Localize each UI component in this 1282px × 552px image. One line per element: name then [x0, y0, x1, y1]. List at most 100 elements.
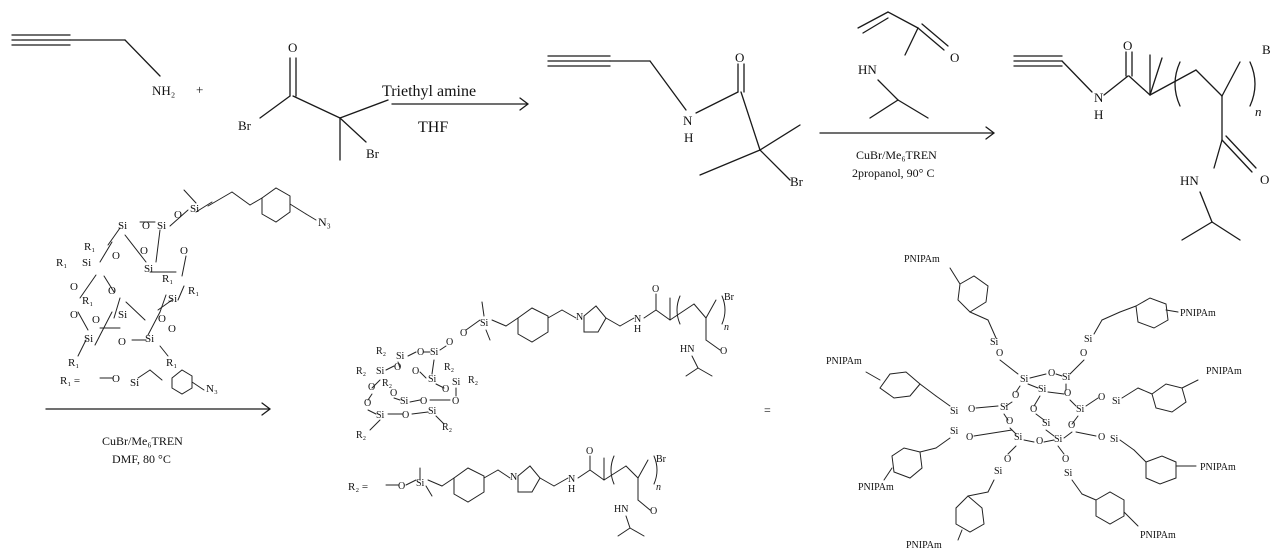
o-label: O	[140, 245, 148, 257]
oxygen-label-2: O	[735, 50, 744, 65]
r2-label: R₂	[356, 430, 366, 441]
o-label: O	[968, 404, 975, 415]
repeat-n-label: n	[724, 322, 729, 333]
conditions-catalyst-1: CuBr/Me₆TREN	[856, 148, 937, 162]
r2-label: R₂	[468, 375, 478, 386]
n-label: N	[634, 314, 641, 325]
o-label: O	[158, 313, 166, 325]
oxygen-label-4: O	[1123, 38, 1132, 53]
o-label: O	[652, 284, 659, 295]
o-label: O	[720, 346, 727, 357]
o-label: O	[460, 328, 467, 339]
o-label: O	[168, 323, 176, 335]
si-label: Si	[950, 406, 959, 417]
poss-azide-structure: R₁ Si O Si O Si R₁ Si O O O Si R₁ O O R₁…	[56, 187, 331, 369]
si-label: Si	[428, 374, 437, 385]
si-label: Si	[994, 466, 1003, 477]
o-label: O	[1080, 348, 1087, 359]
hydrogen-label: H	[684, 130, 693, 145]
alkyne-pnipam-structure: N H O n B O HN	[1013, 38, 1271, 241]
triazole-n-label: N	[576, 312, 583, 323]
arm-bottom-right: PNIPAm	[1071, 479, 1176, 541]
pnipam-label: PNIPAm	[906, 540, 942, 551]
si-label: Si	[190, 203, 199, 215]
si-label: Si	[376, 366, 385, 377]
reaction-arrow-1: Triethyl amine THF	[382, 83, 529, 136]
si-label: Si	[1084, 334, 1093, 345]
h-label: H	[634, 324, 641, 335]
si-label: Si	[1054, 434, 1063, 445]
o-label: O	[1062, 454, 1069, 465]
o-label: O	[412, 366, 419, 377]
o-label: O	[180, 245, 188, 257]
n-label: N	[568, 474, 575, 485]
o-label: O	[1068, 420, 1075, 431]
nipam-monomer-structure: O HN	[857, 11, 959, 119]
arm-top-left: PNIPAm	[904, 254, 997, 339]
azide-label: N₃	[318, 215, 331, 229]
o-label: O	[1048, 368, 1055, 379]
pnipam-label: PNIPAm	[1140, 530, 1176, 541]
reaction-arrow-3: CuBr/Me₆TREN DMF, 80 °C	[45, 402, 271, 466]
pnipam-label: PNIPAm	[826, 356, 862, 367]
poss-cage: Si O Si O Si O Si O Si O Si O Si O Si	[1000, 368, 1085, 447]
si-label: Si	[118, 309, 127, 321]
bromine-label: Br	[238, 118, 252, 133]
o-label: O	[650, 506, 657, 517]
hydrogen-label-2: H	[1094, 107, 1103, 122]
hn-label-2: HN	[1180, 173, 1199, 188]
nitrogen-label: N	[683, 113, 693, 128]
si-label: Si	[1112, 396, 1121, 407]
o-label: O	[966, 432, 973, 443]
reagent-triethylamine: Triethyl amine	[382, 83, 476, 100]
o-label: O	[420, 396, 427, 407]
si-label: Si	[416, 478, 425, 489]
propargylamine-structure: NH₂	[11, 34, 175, 98]
conditions-catalyst-2: CuBr/Me₆TREN	[102, 434, 183, 448]
linkers: O Si O Si O Si O Si O Si O Si O Si O Si	[950, 334, 1121, 479]
o-label: O	[70, 281, 78, 293]
arm-right-upper: PNIPAm	[1121, 366, 1242, 413]
nitrogen-label-2: N	[1094, 90, 1104, 105]
star-poss-pnipam-structure: Si O Si O Si O Si O Si O Si O Si O Si	[826, 254, 1242, 551]
si-label: Si	[1062, 372, 1071, 383]
pnipam-label: PNIPAm	[904, 254, 940, 265]
o-label: O	[118, 336, 126, 348]
pnipam-label: PNIPAm	[1180, 308, 1216, 319]
r2-label: R₂	[442, 422, 452, 433]
si-label: Si	[1064, 468, 1073, 479]
poss-pnipam-structure: R₂ Si O Si O O R₂ Si O O Si R₂ O R₂ O O …	[356, 284, 735, 441]
si-label: Si	[144, 263, 153, 275]
o-label: O	[112, 250, 120, 262]
si-label: Si	[480, 318, 489, 329]
arm-top-right: PNIPAm	[1093, 297, 1216, 335]
si-label: Si	[376, 410, 385, 421]
si-label: Si	[84, 333, 93, 345]
si-label: Si	[1042, 418, 1051, 429]
si-label: Si	[990, 337, 999, 348]
o-label: O	[1098, 432, 1105, 443]
si-label: Si	[1020, 374, 1029, 385]
r1-label: R₁	[166, 357, 177, 369]
r1-label: R₁	[56, 257, 67, 269]
o-label: O	[1036, 436, 1043, 447]
oxygen-label-3: O	[950, 50, 959, 65]
o-label: O	[112, 373, 120, 385]
o-label: O	[92, 314, 100, 326]
o-label: O	[368, 382, 375, 393]
r1-equals-label: R₁ =	[60, 375, 80, 387]
si-label: Si	[1110, 434, 1119, 445]
si-label: Si	[1000, 402, 1009, 413]
o-label: O	[108, 285, 116, 297]
si-label: Si	[1014, 432, 1023, 443]
arm-left-upper: PNIPAm	[826, 356, 951, 407]
r1-label: R₁	[68, 357, 79, 369]
r2-label: R₂	[382, 378, 392, 389]
repeat-n-label: n	[1255, 104, 1262, 119]
plus-sign: +	[196, 82, 203, 97]
triazole-n-label-2: N	[510, 472, 517, 483]
o-label: O	[394, 362, 401, 373]
o-label: O	[996, 348, 1003, 359]
